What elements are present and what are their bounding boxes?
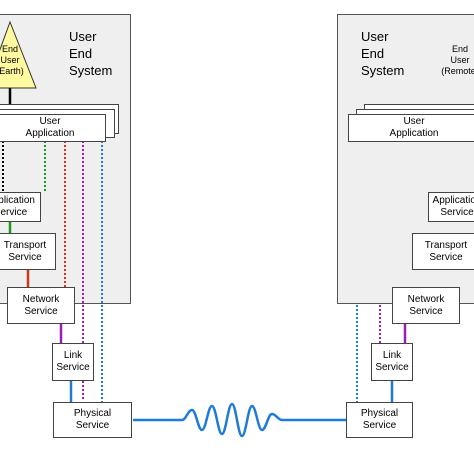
- left-appsvc-line-2: Service: [0, 207, 28, 218]
- left-network-service[interactable]: Network Service: [7, 287, 75, 324]
- right-network-line-2: Service: [409, 305, 443, 317]
- left-link-service[interactable]: Link Service: [52, 343, 94, 381]
- right-transport-line-1: Transport: [424, 239, 468, 251]
- right-physical-service[interactable]: Physical Service: [346, 402, 413, 438]
- left-transport-line-1: Transport: [3, 239, 47, 251]
- right-transport-line-2: Service: [429, 251, 463, 263]
- left-title-line-2: End: [69, 46, 93, 61]
- right-user-label-2: User: [450, 55, 470, 65]
- left-user-label: End User (Earth): [0, 44, 32, 77]
- right-user-label-1: End: [451, 44, 468, 54]
- left-appsvc-line-1: Application: [0, 195, 35, 206]
- right-app-line-2: Application: [389, 128, 439, 139]
- left-network-line-1: Network: [22, 293, 60, 305]
- left-transport-service[interactable]: Transport Service: [0, 233, 56, 270]
- left-physical-line-1: Physical: [73, 408, 112, 419]
- right-application-service[interactable]: Application Service: [428, 192, 474, 222]
- right-system-title: User End System: [361, 28, 404, 79]
- right-user-label-3: (Remote): [441, 66, 474, 76]
- right-user-application[interactable]: User Application: [348, 114, 474, 142]
- left-app-line-2: Application: [25, 128, 75, 139]
- right-physical-line-1: Physical: [360, 408, 399, 419]
- right-title-line-3: System: [361, 63, 405, 78]
- left-system-title: User End System: [69, 28, 112, 79]
- right-link-service[interactable]: Link Service: [371, 343, 413, 381]
- left-title-line-1: User: [69, 29, 97, 44]
- right-network-line-1: Network: [407, 293, 445, 305]
- left-app-line-1: User: [39, 116, 61, 127]
- right-appsvc-line-1: Application: [432, 195, 474, 206]
- left-user-label-2: User: [0, 55, 20, 65]
- right-appsvc-line-2: Service: [440, 207, 474, 218]
- right-app-line-1: User: [403, 116, 425, 127]
- left-link-line-2: Service: [56, 362, 90, 373]
- left-user-application[interactable]: User Application: [0, 114, 106, 142]
- right-title-line-1: User: [361, 29, 389, 44]
- left-application-service[interactable]: Application Service: [0, 192, 41, 222]
- left-physical-service[interactable]: Physical Service: [53, 402, 132, 438]
- right-transport-service[interactable]: Transport Service: [412, 233, 474, 270]
- left-title-line-3: System: [69, 63, 113, 78]
- left-user-label-3: (Earth): [0, 66, 24, 76]
- right-title-line-2: End: [361, 46, 385, 61]
- left-user-label-1: End: [1, 44, 18, 54]
- right-network-service[interactable]: Network Service: [392, 287, 460, 324]
- right-user-label: End User (Remote): [440, 44, 474, 77]
- left-transport-line-2: Service: [8, 251, 42, 263]
- left-physical-line-2: Service: [75, 420, 110, 431]
- right-link-line-1: Link: [382, 350, 402, 361]
- right-physical-line-2: Service: [362, 420, 397, 431]
- physical-link-wave: [133, 402, 346, 438]
- left-link-line-1: Link: [63, 350, 83, 361]
- right-link-line-2: Service: [375, 362, 409, 373]
- left-network-line-2: Service: [24, 305, 58, 317]
